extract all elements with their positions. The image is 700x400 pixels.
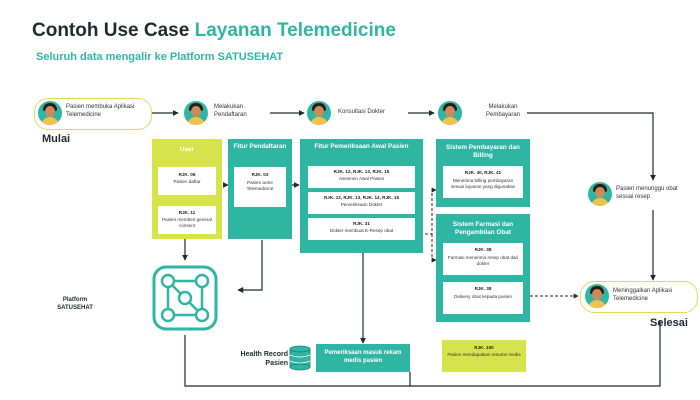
title-main: Contoh Use Case xyxy=(32,20,195,41)
user-card-1 xyxy=(158,167,216,195)
examination-card-1 xyxy=(308,166,415,188)
card-code: RJK. 06 xyxy=(178,172,196,177)
payment-step-text: Melakukan Pembayaran xyxy=(485,104,521,118)
registration-panel-title: Fitur Pendaftaran xyxy=(233,143,287,150)
page-title: Contoh Use Case Layanan Telemedicine xyxy=(32,20,396,42)
card-text: Delivery obat kepada pasien xyxy=(454,294,512,299)
end-step-text: Meninggalkan Aplikasi Telemedicine xyxy=(613,288,673,302)
card-text: Farmasi menerima resep obat dari dokter xyxy=(447,255,519,266)
platform-label: Platform SATUSEHAT xyxy=(57,297,93,311)
card-text: Asesmen Awal Pasien xyxy=(338,176,385,181)
platform-network-icon xyxy=(152,265,218,331)
examination-card-2 xyxy=(308,192,415,214)
card-code: RJK. 12, RJK. 13, RJK. 15 xyxy=(333,169,390,174)
end-label: Selesai xyxy=(650,317,688,329)
card-code: RJK. 12, RJK. 13, RJK. 14, RJK. 15 xyxy=(323,195,400,200)
person-avatar-icon xyxy=(307,101,331,125)
health-record-box xyxy=(316,344,410,372)
card-text: Dokter membuat E-Resep obat xyxy=(329,228,394,233)
person-avatar-icon xyxy=(438,101,462,125)
examination-panel-title: Fitur Pemeriksaan Awal Pasien xyxy=(314,143,409,150)
user-panel-title: User xyxy=(179,146,195,153)
person-avatar-icon xyxy=(585,284,609,308)
person-avatar-icon xyxy=(184,101,208,125)
registration-step-text: Melakukan Pendaftaran xyxy=(214,104,247,118)
pharmacy-card-1 xyxy=(443,243,523,275)
pharmacy-card-2 xyxy=(443,282,523,314)
start-label: Mulai xyxy=(42,133,71,145)
person-avatar-icon xyxy=(38,101,62,125)
wait-step-text: Pasien menunggu obat sesuai resep xyxy=(616,186,678,200)
card-code: RJK. 03 xyxy=(251,172,269,177)
card-code: RJK. 31 xyxy=(353,221,370,226)
card-text: Pemeriksaan Dokter xyxy=(340,202,383,207)
start-step-text: Pasien membuka Aplikasi Telemedicine xyxy=(66,104,135,118)
consultation-step-text: Konsultasi Dokter xyxy=(338,109,386,115)
billing-panel-title: Sistem Pembayaran dan Billing xyxy=(446,144,520,159)
page-subtitle: Seluruh data mengalir ke Platform SATUSE… xyxy=(36,51,284,63)
card-code: RJK. 38 xyxy=(474,286,492,291)
user-card-2 xyxy=(158,206,216,234)
resume-box xyxy=(442,340,526,372)
card-code: RJK. 100 xyxy=(474,345,494,350)
card-code: RJK. 40, RJK. 41 xyxy=(464,170,502,175)
card-text: Pasien antre Telemedicine xyxy=(246,180,274,191)
card-text: Pasien mendapatkan resume medis xyxy=(447,352,521,357)
card-code: RJK. 38 xyxy=(474,247,492,252)
person-avatar-icon xyxy=(588,182,612,206)
card-text: Menerima billing pembayaran sesuai layan… xyxy=(450,178,516,189)
database-icon xyxy=(289,345,311,371)
registration-card xyxy=(234,167,286,207)
card-code: RJK. 11 xyxy=(178,210,196,215)
examination-card-3 xyxy=(308,218,415,240)
card-text: Pasien memberi general consent xyxy=(162,217,212,228)
health-record-text: Pemeriksaan masuk rekam medis pasien xyxy=(324,350,402,364)
health-record-label: Health Record Pasien xyxy=(240,351,288,367)
billing-card xyxy=(443,166,523,198)
card-text: Pasien daftar xyxy=(173,179,201,184)
title-accent: Layanan Telemedicine xyxy=(194,20,396,41)
pharmacy-panel-title: Sistem Farmasi dan Pengambilan Obat xyxy=(452,221,514,236)
